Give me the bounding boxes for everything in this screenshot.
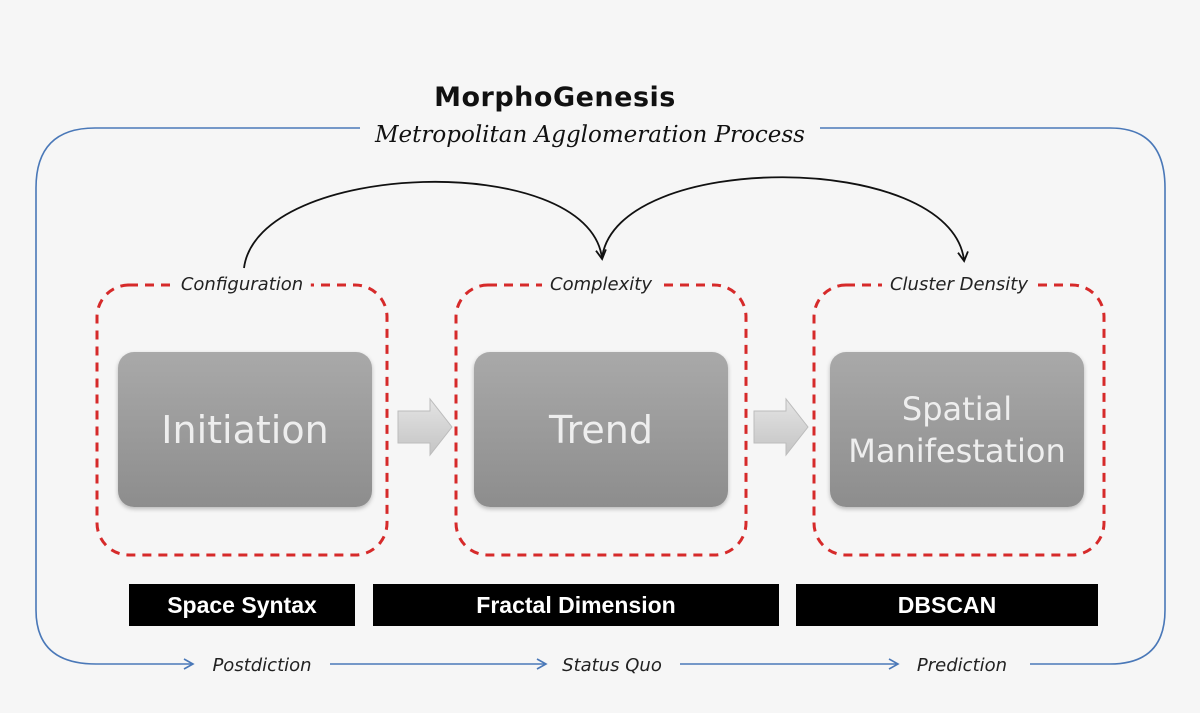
method-bar-space-syntax: Space Syntax <box>129 584 355 626</box>
process-arrow-initiation-to-trend <box>397 397 453 457</box>
diagram-title: MorphoGenesis <box>434 82 676 113</box>
stage-box-initiation: Initiation <box>118 352 372 507</box>
timeline-label-prediction: Prediction <box>908 652 1016 680</box>
process-arrow-trend-to-spatial <box>753 397 809 457</box>
arc-configuration-to-complexity <box>243 181 607 269</box>
arc-complexity-to-cluster-density <box>601 176 969 263</box>
method-bar-dbscan: DBSCAN <box>796 584 1098 626</box>
timeline-label-postdiction: Postdiction <box>204 652 320 680</box>
timeline-label-status-quo: Status Quo <box>554 652 670 680</box>
stage-box-spatial-manifestation: Spatial Manifestation <box>830 352 1084 507</box>
method-bar-fractal-dimension: Fractal Dimension <box>373 584 779 626</box>
stage-box-label: Trend <box>549 407 653 452</box>
stage-box-trend: Trend <box>474 352 728 507</box>
diagram-subtitle: Metropolitan Agglomeration Process <box>360 122 820 148</box>
group-label-cluster-density: Cluster Density <box>881 271 1037 299</box>
outer-process-outline-right <box>820 127 1166 665</box>
group-label-complexity: Complexity <box>542 271 660 299</box>
stage-box-label: Spatial Manifestation <box>848 389 1066 470</box>
outer-process-outline <box>35 127 360 665</box>
stage-box-label: Initiation <box>161 407 329 452</box>
group-label-configuration: Configuration <box>172 271 312 299</box>
